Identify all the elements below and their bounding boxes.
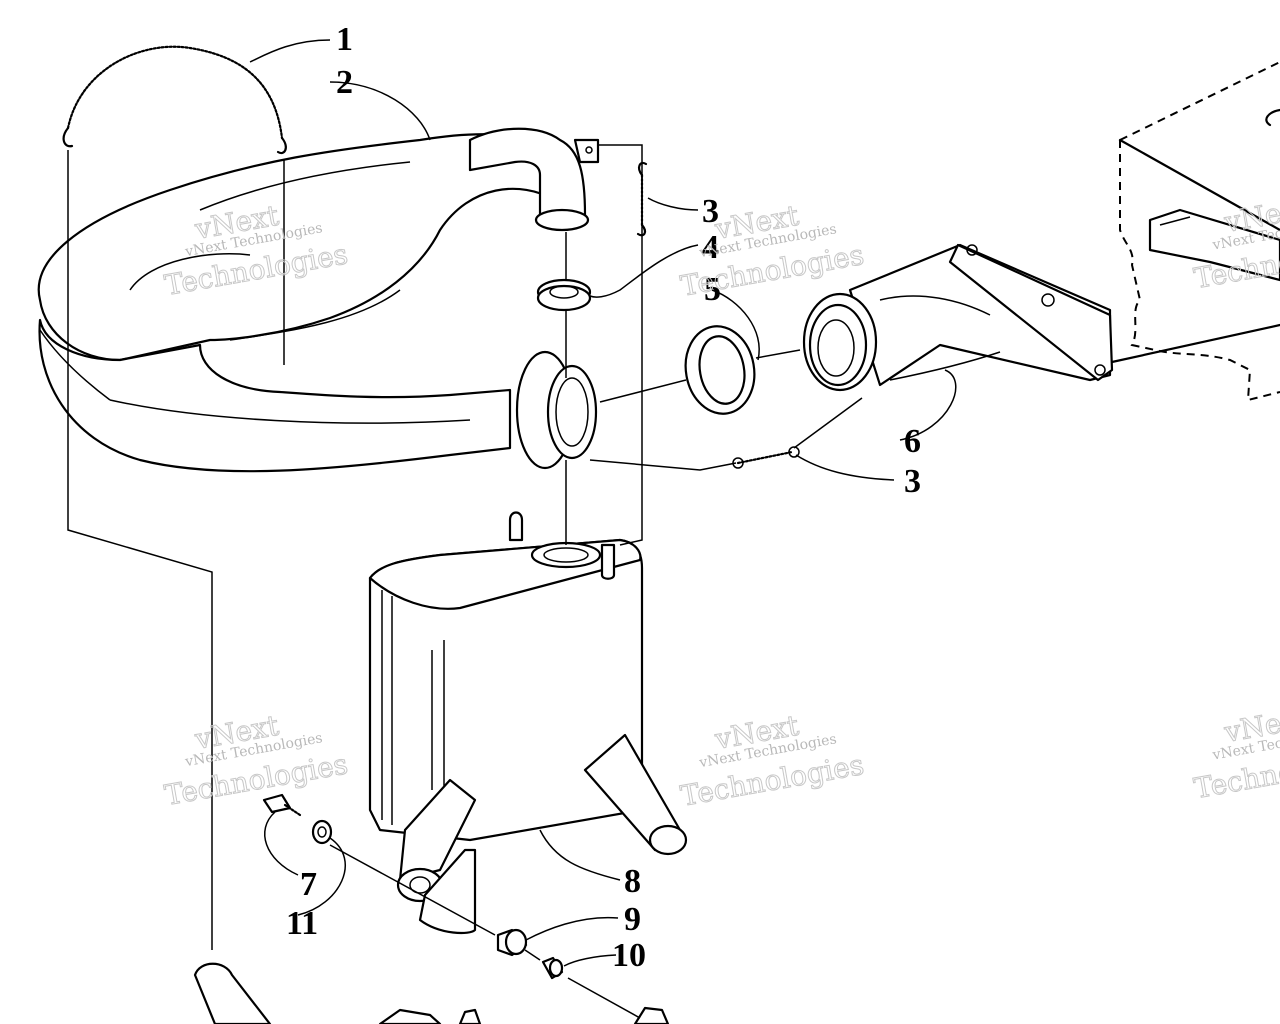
- part-1-hanger-spring: [62, 45, 287, 155]
- watermark-bottom-left: vNext vNext Technologies Technologies: [162, 708, 351, 812]
- callout-3-lower: 3: [904, 463, 921, 500]
- callout-7: 7: [300, 866, 317, 903]
- part-8-silencer: [368, 511, 688, 935]
- callout-4: 4: [702, 229, 719, 266]
- part-6-exhaust-manifold: [802, 243, 1114, 392]
- leader-lines: [67, 39, 957, 1019]
- part-10-sleeve: [541, 956, 564, 980]
- engine-outline: [1110, 61, 1280, 402]
- watermark-bottom-center: vNext vNext Technologies Technologies: [678, 708, 867, 813]
- watermark-bottom-right: vNext vNext Technologies Technologies: [1191, 701, 1280, 805]
- callout-8: 8: [624, 863, 641, 900]
- callout-11: 11: [286, 905, 318, 942]
- callout-2: 2: [336, 64, 353, 101]
- part-2-expansion-chamber: [37, 127, 600, 473]
- part-3-spring-lower: [732, 446, 800, 469]
- callout-labels: 1 2 3 4 5 6 3 7 11 8 9 10: [286, 21, 921, 974]
- callout-5: 5: [704, 271, 721, 308]
- part-7-bolt: [262, 793, 302, 817]
- callout-10: 10: [612, 937, 646, 974]
- watermark-top-center: vNext vNext Technologies Technologies: [678, 198, 867, 303]
- callout-6: 6: [904, 423, 921, 460]
- callout-3-upper: 3: [702, 193, 719, 230]
- callout-9: 9: [624, 901, 641, 938]
- part-11-washer: [311, 819, 333, 845]
- callout-1: 1: [336, 21, 353, 58]
- lower-partial-parts: [193, 962, 670, 1024]
- part-4-grommet: [536, 278, 592, 312]
- part-9-bushing: [496, 928, 528, 957]
- part-5-gasket-ring: [684, 325, 756, 415]
